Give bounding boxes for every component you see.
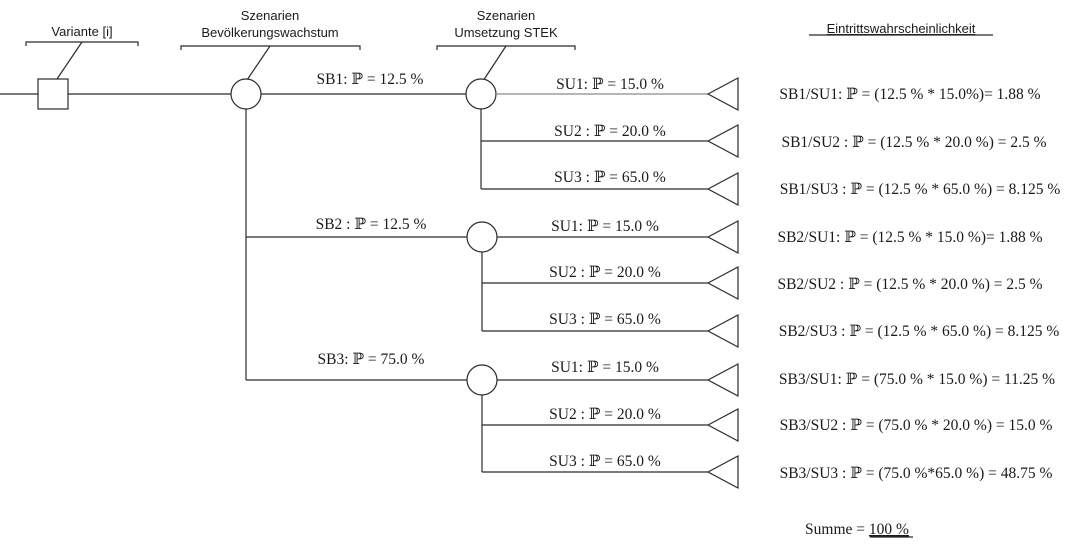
sb3-su2-label: SU2 : ℙ = 20.0 %: [549, 406, 661, 423]
header-callout-variante: Variante [i]: [25, 24, 139, 80]
sb1-su1-label: SU1: ℙ = 15.0 %: [556, 76, 664, 93]
sb3-su2-result: SB3/SU2 : ℙ = (75.0 % * 20.0 %) = 15.0 %: [780, 417, 1053, 434]
sb3-su2-end-triangle: [706, 408, 739, 442]
sb2-su2-end-triangle: [706, 266, 739, 300]
sb1-su2-label: SU2 : ℙ = 20.0 %: [554, 123, 666, 140]
sb1-su1-result: SB1/SU1: ℙ = (12.5 % * 15.0%)= 1.88 %: [779, 86, 1040, 103]
sb3-su3-label: SU3 : ℙ = 65.0 %: [549, 453, 661, 470]
sb2-su3-end-triangle: [706, 314, 739, 348]
sb1-su3-end-triangle: [706, 172, 739, 206]
summary-value: 100 %: [869, 521, 909, 538]
bev-bracket: [180, 45, 361, 50]
variante-label: Variante [i]: [51, 24, 112, 39]
chance-node-population: [230, 78, 262, 110]
sb2-su1-end-triangle: [706, 220, 739, 254]
header-callout-bevoelkerung: Szenarien Bevölkerungswachstum: [180, 8, 361, 81]
sb2-su3-result: SB2/SU3 : ℙ = (12.5 % * 65.0 %) = 8.125 …: [779, 323, 1060, 340]
sb1-su1-end-triangle: [706, 77, 739, 111]
sb2-su2-result: SB2/SU2 : ℙ = (12.5 % * 20.0 %) = 2.5 %: [777, 276, 1042, 293]
variante-leader: [56, 41, 83, 80]
sb1-su2-result: SB1/SU2 : ℙ = (12.5 % * 20.0 %) = 2.5 %: [781, 134, 1046, 151]
szen-stek-line2: Umsetzung STEK: [454, 25, 558, 40]
szen-bev-line1: Szenarien: [241, 8, 300, 23]
summary-prefix: Summe =: [805, 521, 869, 538]
sb1-su2-end-triangle: [706, 124, 739, 158]
sb3-label: SB3: ℙ = 75.0 %: [318, 351, 425, 368]
chance-node-sb2: [466, 221, 498, 253]
sb3-su1-end-triangle: [706, 363, 739, 397]
sb3-su1-result: SB3/SU1: ℙ = (75.0 % * 15.0 %) = 11.25 %: [779, 371, 1055, 388]
sb2-su2-label: SU2 : ℙ = 20.0 %: [549, 264, 661, 281]
sb2-su1-result: SB2/SU1: ℙ = (12.5 % * 15.0 %)= 1.88 %: [777, 229, 1042, 246]
header-callout-stek: Szenarien Umsetzung STEK: [436, 8, 576, 82]
bev-leader: [246, 45, 271, 81]
szen-stek-line1: Szenarien: [477, 8, 536, 23]
probability-column-title: Eintrittswahrscheinlichkeit: [827, 21, 976, 36]
chance-node-sb1: [465, 78, 497, 110]
sb1-su3-result: SB1/SU3 : ℙ = (12.5 % * 65.0 %) = 8.125 …: [780, 181, 1061, 198]
decision-node-square: [37, 78, 69, 110]
summary-total: Summe = 100 %: [805, 521, 909, 538]
sb3-su3-end-triangle: [706, 455, 739, 489]
szen-bev-line2: Bevölkerungswachstum: [201, 25, 338, 40]
chance-node-sb3: [466, 364, 498, 396]
stek-leader: [482, 45, 507, 82]
sb3-su3-result: SB3/SU3 : ℙ = (75.0 %*65.0 %) = 48.75 %: [780, 465, 1053, 482]
sb1-su3-label: SU3 : ℙ = 65.0 %: [554, 169, 666, 186]
sb2-label: SB2 : ℙ = 12.5 %: [316, 216, 427, 233]
sb3-su1-label: SU1: ℙ = 15.0 %: [551, 359, 659, 376]
sb2-su3-label: SU3 : ℙ = 65.0 %: [549, 311, 661, 328]
sb1-label: SB1: ℙ = 12.5 %: [317, 71, 424, 88]
sb2-su1-label: SU1: ℙ = 15.0 %: [551, 218, 659, 235]
